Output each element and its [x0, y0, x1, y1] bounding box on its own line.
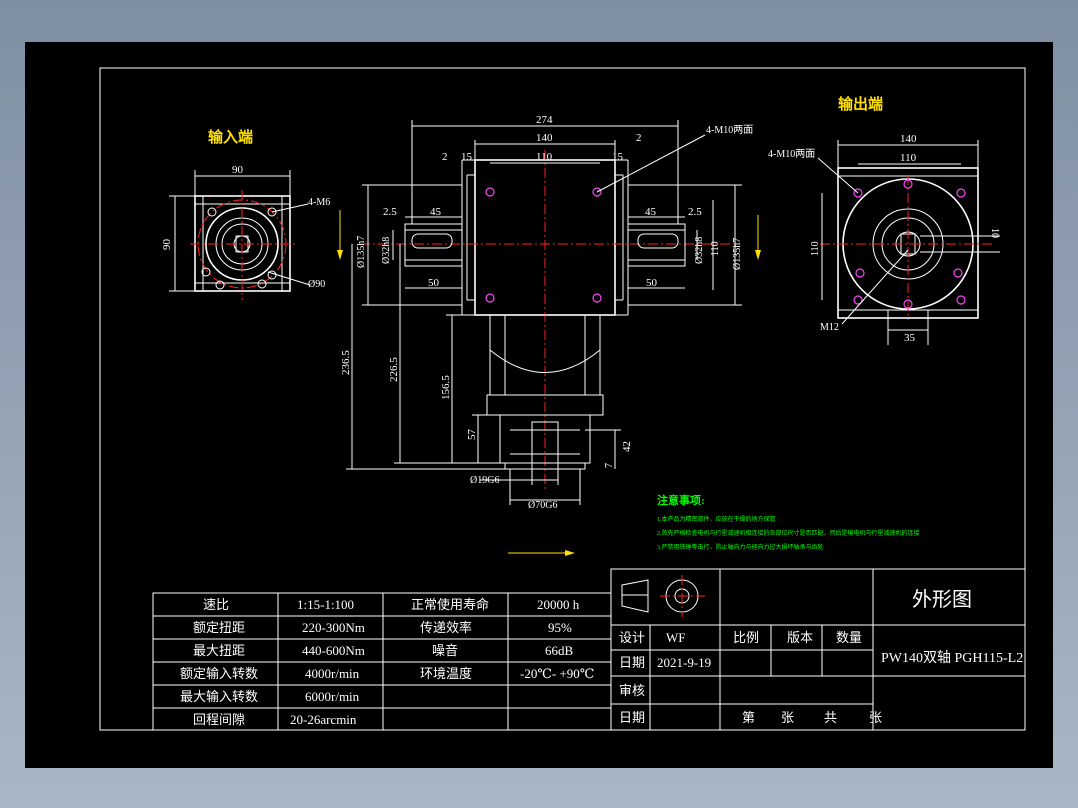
dim-d19: Ø19G6	[470, 475, 499, 486]
front-view: 274 140 110 2 15 15 2 4-M10两面 2.5 45 Ø13…	[340, 114, 761, 556]
qty-label: 数量	[836, 630, 862, 645]
date2-label: 日期	[619, 710, 645, 725]
out-dim-140: 140	[900, 133, 917, 145]
spec-value: 440-600Nm	[302, 643, 365, 658]
notes-block: 注意事项: 1.本产品为精密部件，应放在干燥的地方保管 2.首先严格检查电机与行…	[657, 493, 920, 551]
in-dim-90-top: 90	[232, 164, 244, 176]
dim-57: 57	[466, 429, 478, 441]
out-dim-10: 10	[989, 228, 1000, 238]
dim-r-45: 45	[645, 206, 657, 218]
in-dim-4m6: 4-M6	[308, 197, 330, 208]
dim-l-2-5: 2.5	[383, 206, 397, 218]
dim-l-50: 50	[428, 277, 440, 289]
output-end-title: 输出端	[838, 95, 883, 113]
dim-r-110: 110	[710, 241, 721, 256]
dim-right-15: 15	[612, 151, 624, 163]
dim-140: 140	[536, 132, 553, 144]
dim-42: 42	[621, 441, 633, 452]
spec-table: 速比 1:15-1:100 正常使用寿命 20000 h 额定扭距 220-30…	[152, 592, 612, 731]
spec-label: 速比	[203, 597, 229, 612]
spec-value: 4000r/min	[305, 666, 360, 681]
sheet-total-label: 共	[824, 710, 837, 725]
notes-title: 注意事项:	[657, 493, 705, 507]
dim-r-d135: Ø135h7	[732, 238, 743, 270]
spec-label: 最大扭距	[193, 643, 245, 658]
out-dim-110-side: 110	[810, 241, 821, 256]
out-dim-m12: M12	[820, 322, 839, 333]
notes-line3: 3.严禁用铁锤等击打，防止轴向力与径向力过大损坏轴承与齿轮	[657, 543, 824, 551]
sheet-no-label: 第	[742, 710, 755, 725]
dim-236-5: 236.5	[340, 350, 352, 375]
drawing-title: 外形图	[912, 588, 972, 611]
notes-line1: 1.本产品为精密部件，应放在干燥的地方保管	[657, 515, 776, 523]
spec-label: 最大输入转数	[180, 689, 258, 704]
output-end-view: 输出端 140 110 4-M10两面 110 10 M12	[768, 95, 1000, 345]
out-dim-4m10: 4-M10两面	[768, 149, 815, 160]
spec-value: 1:15-1:100	[297, 597, 354, 612]
dim-d70: Ø70G6	[528, 500, 557, 511]
dim-274: 274	[536, 114, 553, 126]
dim-left-15: 15	[461, 151, 473, 163]
scale-label: 比例	[733, 630, 759, 645]
spec-value: 6000r/min	[305, 689, 360, 704]
spec-label: 回程间隙	[193, 712, 245, 727]
dim-right-2: 2	[636, 132, 642, 144]
dim-226-5: 226.5	[388, 357, 400, 382]
part-name: PW140双轴 PGH115-L2	[881, 650, 1023, 666]
spec-label: 额定输入转数	[180, 666, 258, 681]
date-label: 日期	[619, 655, 645, 670]
title-block: 外形图 PW140双轴 PGH115-L2 设计 WF 比例 版本 数量 日期 …	[610, 568, 1026, 731]
in-dim-90-side: 90	[161, 239, 173, 251]
spec-label2: 正常使用寿命	[411, 597, 489, 612]
dim-r-2-5: 2.5	[688, 206, 702, 218]
dim-l-d135: Ø135h7	[356, 236, 367, 268]
dim-r-50: 50	[646, 277, 658, 289]
in-dim-d90: Ø90	[308, 279, 325, 290]
input-end-title: 输入端	[208, 128, 253, 146]
sheet-zhang-label: 张	[781, 710, 794, 725]
spec-label2: 传递效率	[420, 620, 472, 635]
spec-value2: 20000 h	[537, 597, 580, 612]
dim-156-5: 156.5	[440, 375, 452, 400]
spec-label: 额定扭距	[193, 620, 245, 635]
design-label: 设计	[619, 630, 645, 645]
spec-label2: 噪音	[432, 643, 458, 658]
dim-left-2: 2	[442, 151, 448, 163]
review-label: 审核	[619, 683, 645, 698]
spec-value: 220-300Nm	[302, 620, 365, 635]
spec-value: 20-26arcmin	[290, 712, 357, 727]
dim-4m10-mid: 4-M10两面	[706, 125, 753, 136]
dim-r-d32: Ø32h8	[694, 237, 705, 264]
out-dim-110: 110	[900, 152, 917, 164]
version-label: 版本	[787, 630, 813, 645]
dim-l-45: 45	[430, 206, 442, 218]
spec-value2: 66dB	[545, 643, 574, 658]
spec-value2: -20℃- +90℃	[520, 666, 594, 681]
out-dim-35: 35	[904, 332, 916, 344]
spec-label2: 环境温度	[420, 666, 472, 681]
dim-7: 7	[604, 463, 615, 468]
input-end-view: 输入端 90 90 4-M6 Ø90	[161, 128, 343, 300]
dim-l-d32: Ø32h8	[381, 237, 392, 264]
dim-110: 110	[536, 151, 553, 163]
designer-name: WF	[666, 630, 686, 645]
design-date: 2021-9-19	[657, 655, 711, 670]
sheet-zhang2-label: 张	[869, 710, 882, 725]
notes-line2: 2.首先严格检查电机与行星减速机相连接的各部位尺寸是否匹配，然后是输电机与行星减…	[657, 529, 920, 537]
spec-value2: 95%	[548, 620, 572, 635]
